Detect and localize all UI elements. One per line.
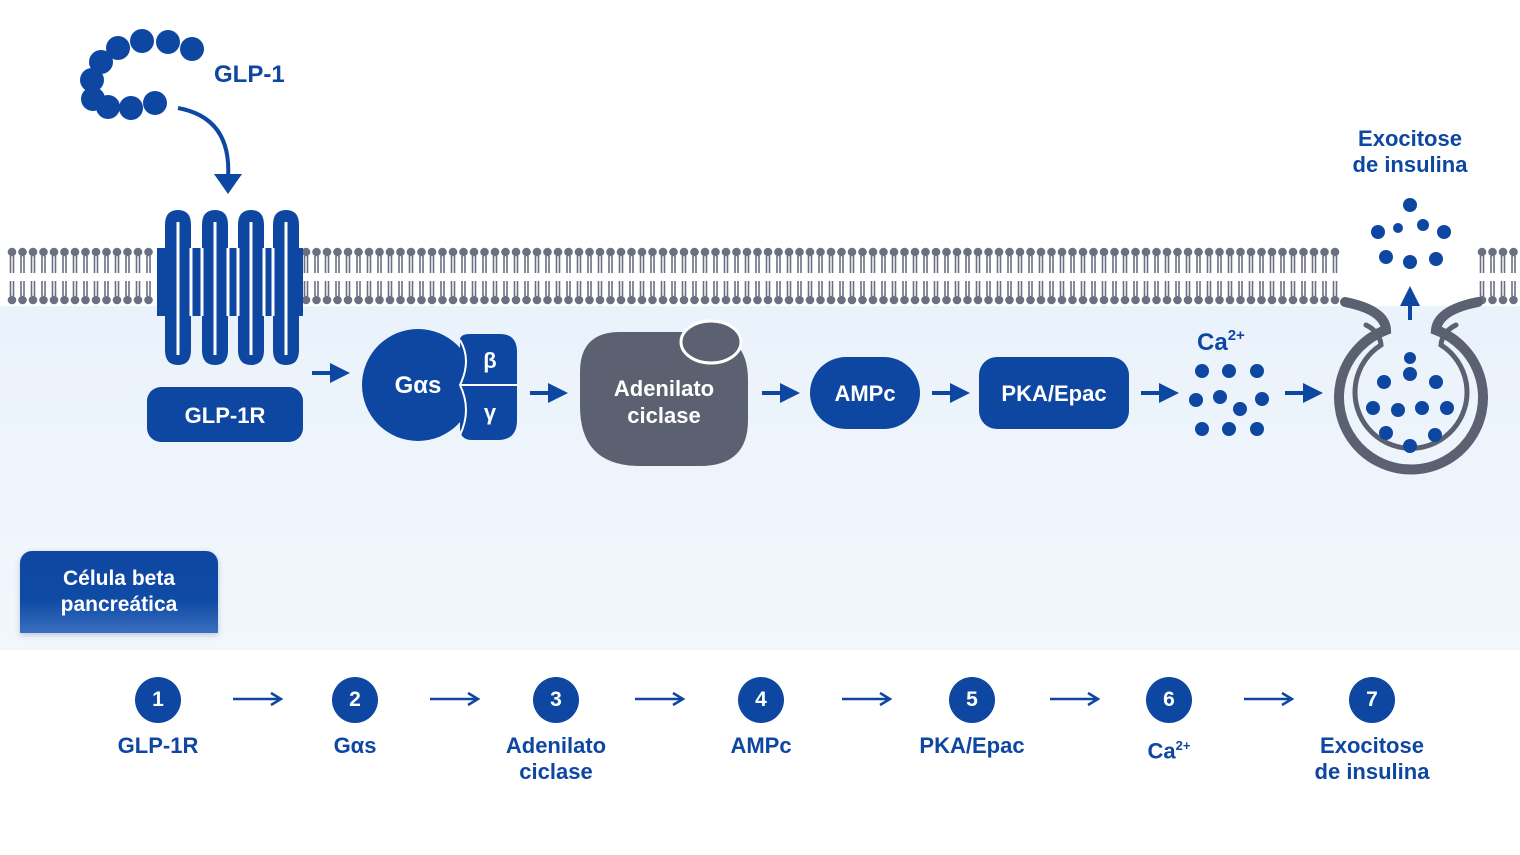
step-arrow xyxy=(1244,691,1294,707)
cell-type-line2: pancreática xyxy=(60,593,178,616)
step-number: 7 xyxy=(1349,677,1395,723)
step-label-line2: ciclase xyxy=(519,759,593,784)
step-arrow xyxy=(1050,691,1100,707)
g-beta-label: β xyxy=(483,348,496,373)
ac-label-line1: Adenilato xyxy=(614,376,714,401)
camp-box xyxy=(810,357,920,429)
cell-type-line1: Célula beta xyxy=(62,567,176,590)
step-sequence: 1 GLP-1R 2 Gαs 3 Adenilato ciclase 4 AMP… xyxy=(0,650,1520,855)
step-1: 1 GLP-1R xyxy=(68,677,248,759)
step-2: 2 Gαs xyxy=(265,677,445,759)
step-label: Ca2+ xyxy=(1147,738,1191,764)
pka-epac-label: PKA/Epac xyxy=(1001,381,1106,406)
glp1r-box xyxy=(147,387,303,442)
step-label: PKA/Epac xyxy=(919,733,1025,758)
glp1-receptor xyxy=(157,210,303,365)
step-label: GLP-1R xyxy=(117,733,199,758)
step-label-line2: de insulina xyxy=(1314,759,1430,784)
step-number: 6 xyxy=(1146,677,1192,723)
calcium-ions xyxy=(1189,364,1269,436)
g-protein xyxy=(362,329,517,441)
glp1-label: GLP-1 xyxy=(214,61,285,88)
calcium-label: Ca2+ xyxy=(1197,327,1245,356)
cell-membrane xyxy=(7,247,1518,305)
insulin-vesicle xyxy=(1334,297,1488,475)
released-insulin xyxy=(1371,198,1451,269)
binding-arrow xyxy=(177,106,231,179)
glp1r-label: GLP-1R xyxy=(185,403,266,428)
step-label-line1: Exocitose xyxy=(1320,733,1424,758)
step-number: 1 xyxy=(135,677,181,723)
g-alpha-label: Gαs xyxy=(395,372,442,399)
step-number: 3 xyxy=(533,677,579,723)
step-number: 2 xyxy=(332,677,378,723)
step-number: 4 xyxy=(738,677,784,723)
pka-epac-box xyxy=(979,357,1129,429)
adenylate-cyclase xyxy=(580,319,748,466)
cytoplasm xyxy=(0,306,1520,650)
g-gamma-label: γ xyxy=(484,400,497,425)
ac-label-line2: ciclase xyxy=(627,403,700,428)
step-arrow xyxy=(635,691,685,707)
step-4: 4 AMPc xyxy=(671,677,851,759)
cascade-arrows xyxy=(312,363,1323,403)
step-3: 3 Adenilato ciclase xyxy=(466,677,646,785)
camp-label: AMPc xyxy=(834,381,895,406)
glp1-peptide xyxy=(80,29,204,120)
step-label-line1: Adenilato xyxy=(505,733,607,758)
step-arrow xyxy=(233,691,283,707)
step-arrow xyxy=(430,691,480,707)
step-arrow xyxy=(842,691,892,707)
step-5: 5 PKA/Epac xyxy=(882,677,1062,759)
step-number: 5 xyxy=(949,677,995,723)
step-6: 6 Ca2+ xyxy=(1079,677,1259,764)
step-7: 7 Exocitose de insulina xyxy=(1282,677,1462,785)
binding-arrow-head xyxy=(214,174,242,194)
cell-type-card: Célula beta pancreática xyxy=(20,551,218,633)
step-label: Gαs xyxy=(333,733,377,758)
step-label: AMPc xyxy=(730,733,792,758)
exocytosis-line1: Exocitose xyxy=(1358,126,1462,151)
exocytosis-line2: de insulina xyxy=(1353,152,1469,177)
